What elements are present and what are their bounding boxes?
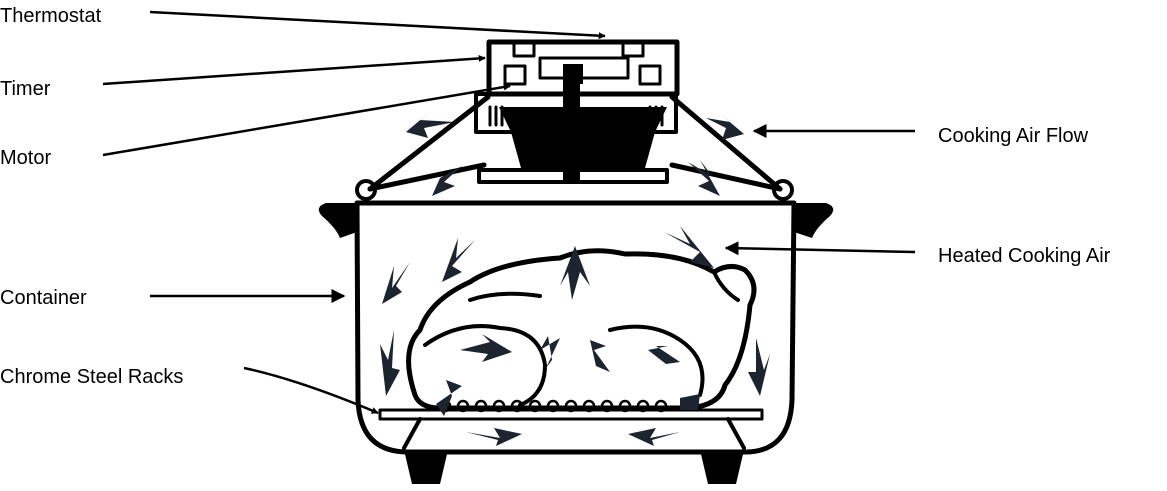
air-arrow — [748, 338, 770, 396]
air-arrow — [664, 226, 714, 268]
air-arrow — [380, 330, 400, 396]
air-arrow — [460, 334, 512, 362]
label-cooking-air-flow: Cooking Air Flow — [938, 125, 1089, 147]
leader-timer — [102, 54, 486, 86]
air-arrow — [706, 112, 744, 140]
air-arrow — [648, 346, 680, 364]
air-arrow — [406, 110, 455, 138]
air-arrow — [432, 160, 462, 196]
air-arrow — [442, 238, 475, 282]
lid-motor-housing — [474, 39, 680, 184]
air-arrow — [436, 380, 462, 416]
leader-motor — [102, 83, 511, 157]
leader-thermostat — [149, 10, 606, 40]
label-motor: Motor — [0, 147, 51, 169]
air-arrow — [466, 428, 522, 446]
air-arrow — [382, 262, 410, 304]
container-leg-left — [404, 450, 448, 484]
air-arrow — [628, 428, 680, 446]
air-arrow — [680, 394, 700, 410]
air-flow-arrows — [380, 110, 770, 446]
air-arrow — [590, 340, 610, 372]
chrome-steel-rack — [378, 399, 764, 450]
label-chrome-steel-racks: Chrome Steel Racks — [0, 366, 183, 388]
label-heated-cooking-air: Heated Cooking Air — [938, 245, 1111, 267]
halogen-oven — [318, 39, 834, 484]
label-thermostat: Thermostat — [0, 5, 102, 27]
leader-chrome-steel-racks — [243, 366, 379, 415]
chicken — [406, 248, 757, 411]
label-container: Container — [0, 287, 87, 309]
label-timer: Timer — [0, 78, 51, 100]
container-bowl — [318, 200, 834, 484]
air-arrow — [560, 246, 590, 300]
air-arrow — [688, 160, 720, 196]
container-leg-right — [700, 450, 744, 484]
lid-dome — [355, 94, 794, 201]
air-arrow — [540, 336, 560, 368]
leader-heated-cooking-air — [724, 241, 916, 256]
